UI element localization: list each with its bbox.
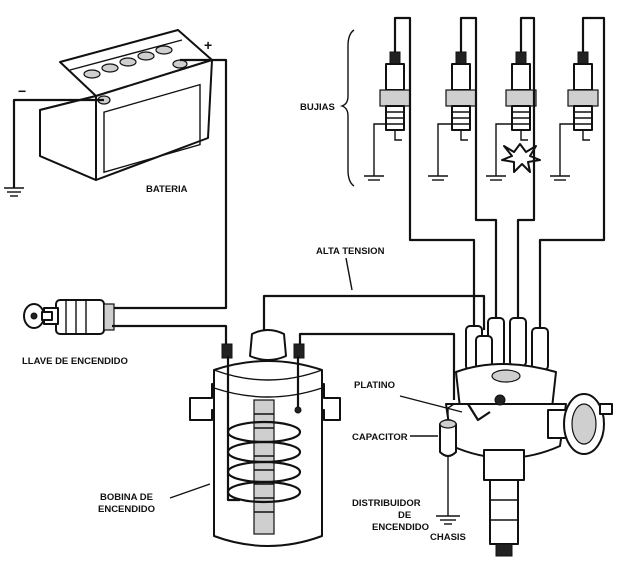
points-label: PLATINO: [354, 380, 395, 391]
points-pointer: [399, 395, 463, 413]
coil-pointer: [169, 483, 211, 499]
distributor-label-line3: ENCENDIDO: [372, 522, 429, 533]
ignition-switch: [43, 299, 115, 335]
spark-plug-3: [505, 51, 537, 141]
battery-plus-sign: +: [204, 37, 212, 53]
battery-ground-wire: [12, 98, 104, 188]
ignition-key-label: LLAVE DE ENCENDIDO: [22, 356, 128, 367]
capacitor: [436, 403, 460, 525]
key-to-coil-wire: [112, 324, 228, 346]
high-tension-wire: [262, 294, 486, 330]
distributor-label-line2: DE: [398, 510, 411, 521]
distributor-label-line1: DISTRIBUIDOR: [352, 498, 421, 509]
coil-to-points-wire: [298, 332, 456, 400]
spark-plug-2: [445, 51, 477, 141]
spark-plugs-label: BUJIAS: [300, 102, 335, 113]
capacitor-label: CAPACITOR: [352, 432, 408, 443]
high-tension-pointer: [345, 257, 353, 291]
battery-label: BATERIA: [146, 184, 188, 195]
spark-plug-4: [567, 51, 599, 141]
spark-plug-leads: [393, 16, 606, 332]
distributor: [445, 317, 613, 557]
chassis-label: CHASIS: [430, 532, 466, 543]
coil-label-line2: ENCENDIDO: [98, 504, 155, 515]
spark-plug-grounds: [364, 123, 574, 181]
ignition-coil: [189, 329, 341, 547]
battery: [39, 29, 213, 181]
battery-positive-wire: [112, 58, 228, 310]
coil-label-line1: BOBINA DE: [100, 492, 153, 503]
battery-caps: [83, 45, 188, 105]
high-tension-label: ALTA TENSION: [316, 246, 385, 257]
battery-minus-sign: −: [18, 83, 26, 99]
spark-plug-1: [379, 51, 411, 141]
battery-ground-symbol: [4, 187, 24, 197]
ignition-key-icon: [23, 303, 53, 329]
spark-plugs-bracket: [339, 29, 355, 187]
